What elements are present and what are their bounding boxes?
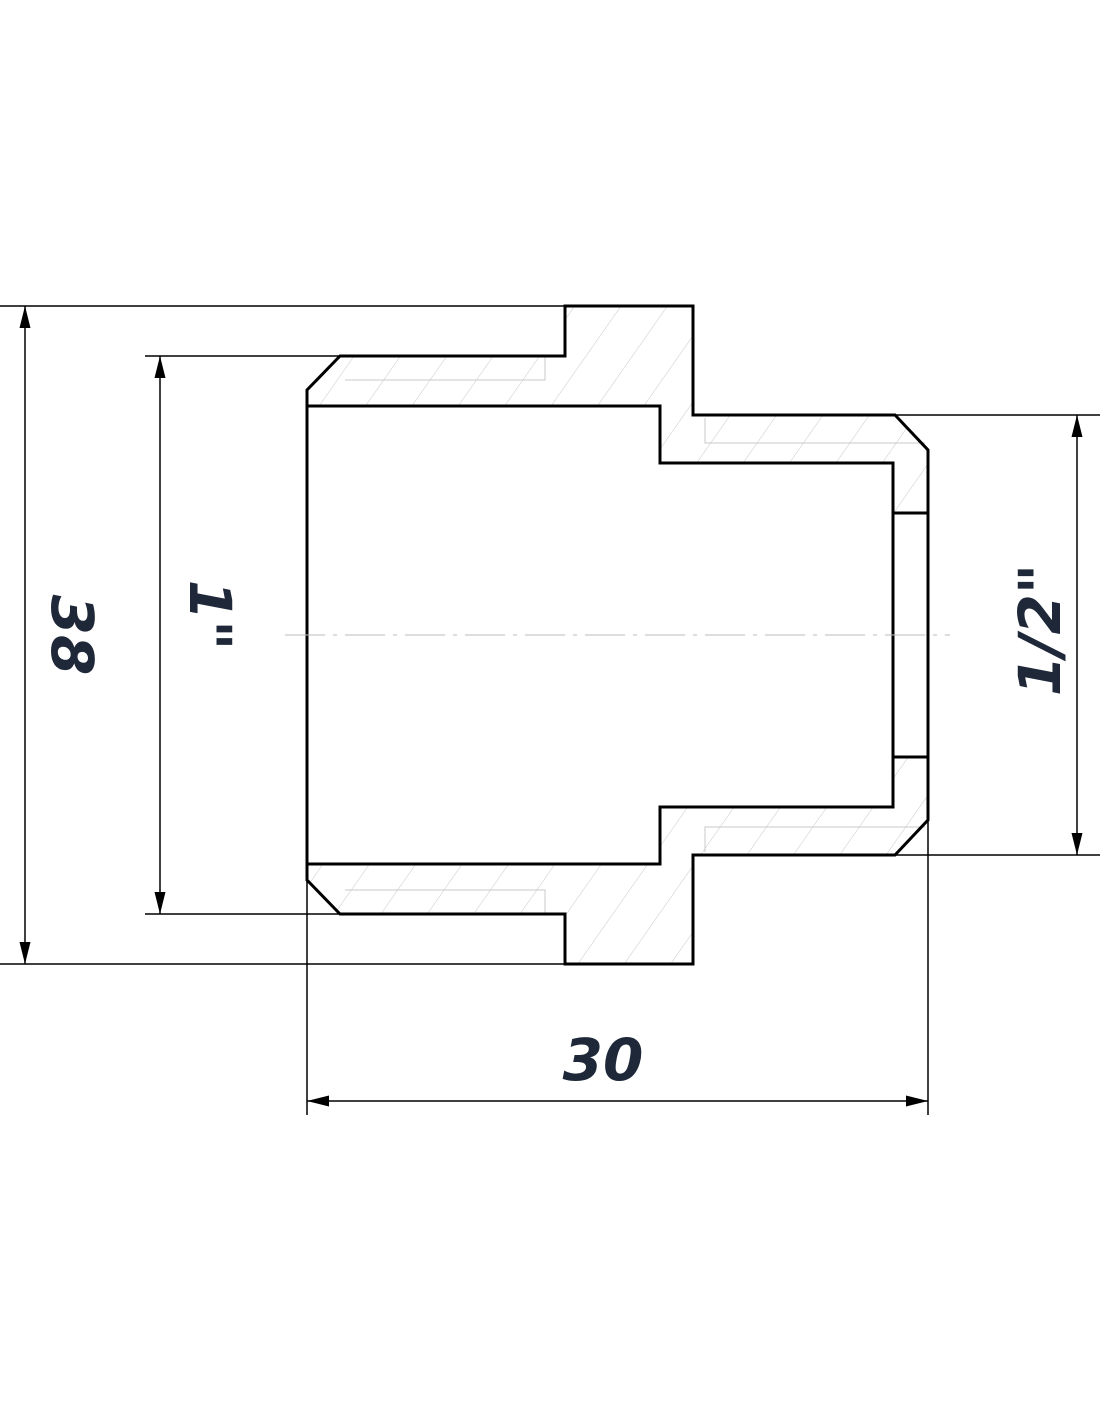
dimension-length: 30 (563, 1026, 644, 1094)
extension-lines (0, 305, 1100, 1115)
dimension-right-thread: 1/2" (1006, 564, 1074, 696)
dimension-left-thread: 1" (176, 580, 244, 651)
section-hatching (307, 306, 928, 964)
dimension-outer-diameter: 38 (38, 595, 106, 676)
